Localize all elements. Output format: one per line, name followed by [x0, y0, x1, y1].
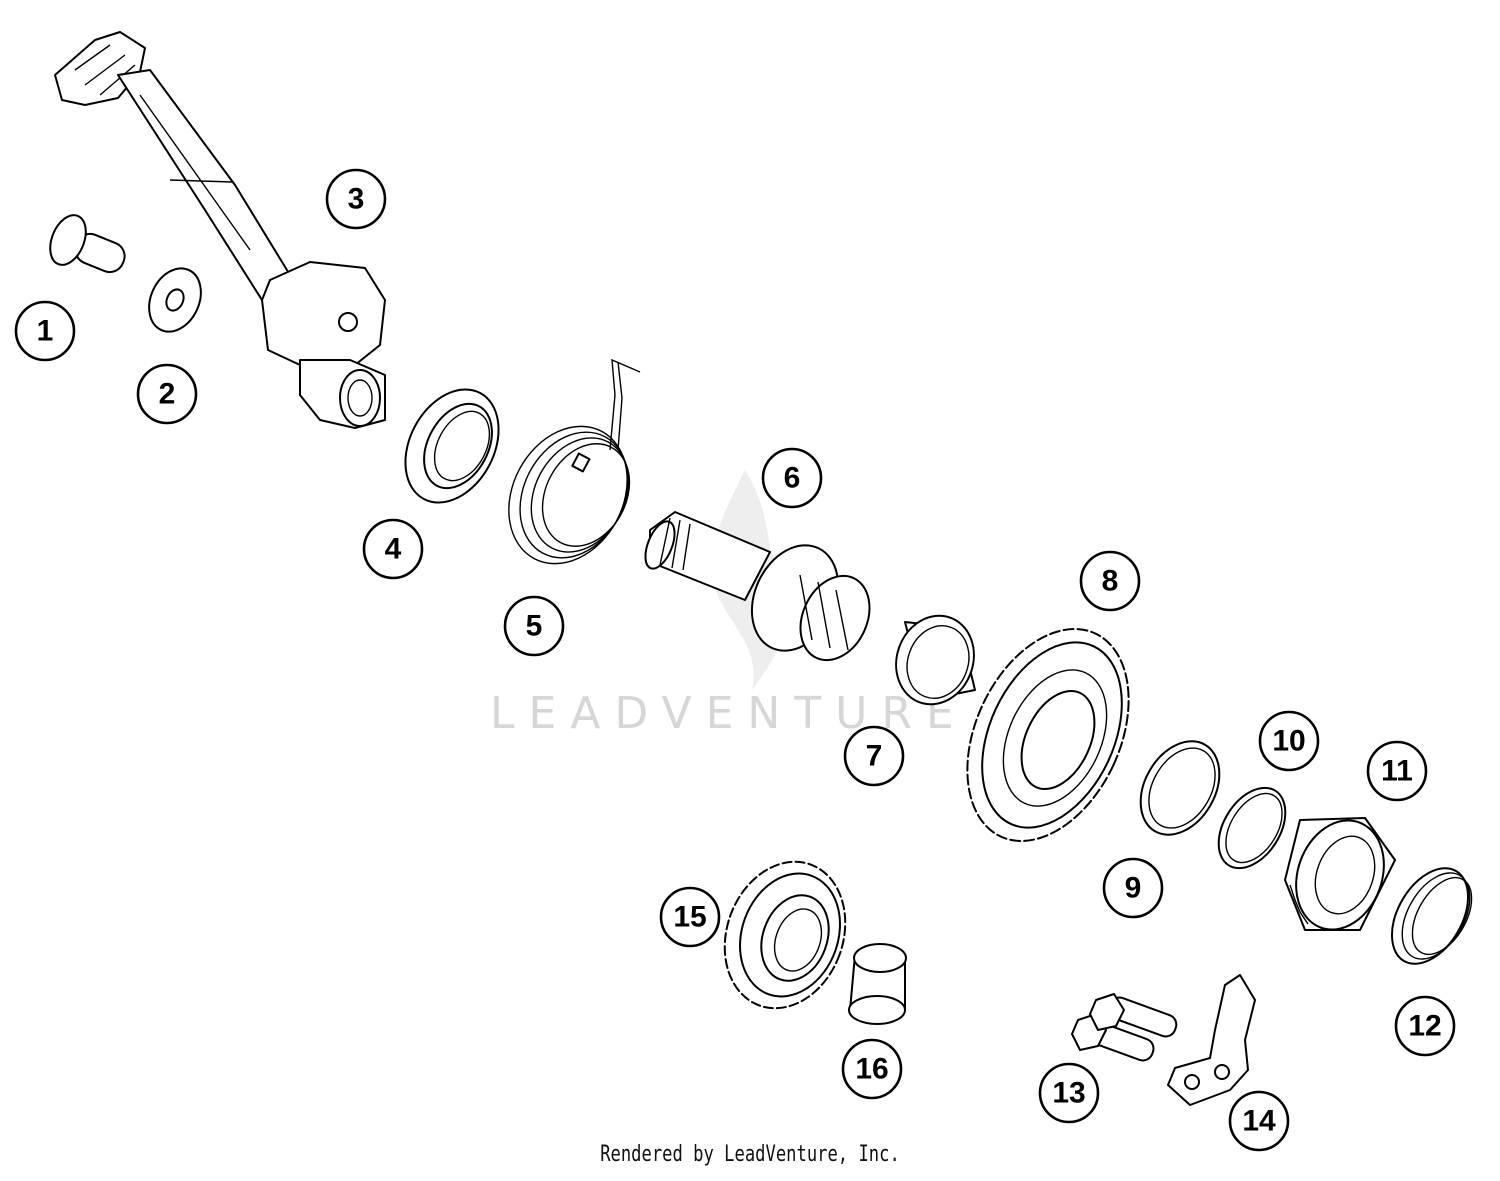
- svg-text:16: 16: [855, 1053, 888, 1086]
- svg-text:7: 7: [866, 740, 883, 773]
- part-9-shim: [1139, 740, 1221, 836]
- svg-text:13: 13: [1052, 1077, 1085, 1110]
- svg-text:9: 9: [1125, 872, 1142, 905]
- part-5-spring: [508, 358, 641, 565]
- watermark-text: LEADVENTURE: [490, 688, 968, 739]
- callout-16: 16: [841, 1038, 903, 1100]
- svg-text:3: 3: [348, 183, 365, 216]
- svg-text:8: 8: [1102, 565, 1119, 598]
- svg-text:6: 6: [784, 462, 801, 495]
- part-4-seal: [404, 388, 500, 504]
- part-13-bolts: [1071, 993, 1178, 1062]
- callout-10: 10: [1258, 710, 1320, 772]
- callout-8: 8: [1079, 550, 1141, 612]
- svg-text:14: 14: [1242, 1105, 1276, 1138]
- callout-7: 7: [843, 725, 905, 787]
- callout-12: 12: [1394, 995, 1456, 1057]
- callout-9: 9: [1102, 857, 1164, 919]
- part-7-bushing: [895, 614, 976, 706]
- svg-text:5: 5: [526, 610, 543, 643]
- callout-3: 3: [325, 168, 387, 230]
- part-11-ratchet: [1284, 817, 1396, 931]
- part-12-bushing: [1391, 867, 1473, 965]
- part-8-gear: [966, 628, 1130, 842]
- footer-credit: Rendered by LeadVenture, Inc.: [600, 1142, 900, 1167]
- part-3-kick-lever: [54, 31, 386, 429]
- part-1-bolt: [49, 214, 126, 274]
- svg-text:2: 2: [159, 378, 176, 411]
- svg-text:1: 1: [37, 315, 54, 348]
- svg-text:15: 15: [673, 901, 706, 934]
- part-15-idler-gear: [723, 860, 847, 1010]
- callout-11: 11: [1366, 740, 1428, 802]
- part-14-guide-plate: [1167, 974, 1256, 1106]
- svg-text:11: 11: [1381, 755, 1413, 788]
- part-6-shaft: [644, 511, 871, 662]
- part-16-bushing: [848, 943, 907, 1025]
- svg-text:10: 10: [1272, 725, 1305, 758]
- callout-15: 15: [659, 886, 721, 948]
- callout-6: 6: [761, 447, 823, 509]
- svg-text:12: 12: [1408, 1010, 1441, 1043]
- watermark: LEADVENTURE: [490, 470, 968, 739]
- callout-5: 5: [503, 595, 565, 657]
- part-10-circlip: [1217, 786, 1287, 870]
- callout-14: 14: [1228, 1090, 1290, 1152]
- callout-2: 2: [136, 363, 198, 425]
- svg-text:4: 4: [385, 533, 402, 566]
- callout-4: 4: [362, 518, 424, 580]
- part-2-washer: [148, 267, 202, 333]
- callout-1: 1: [14, 300, 76, 362]
- callout-13: 13: [1038, 1062, 1100, 1124]
